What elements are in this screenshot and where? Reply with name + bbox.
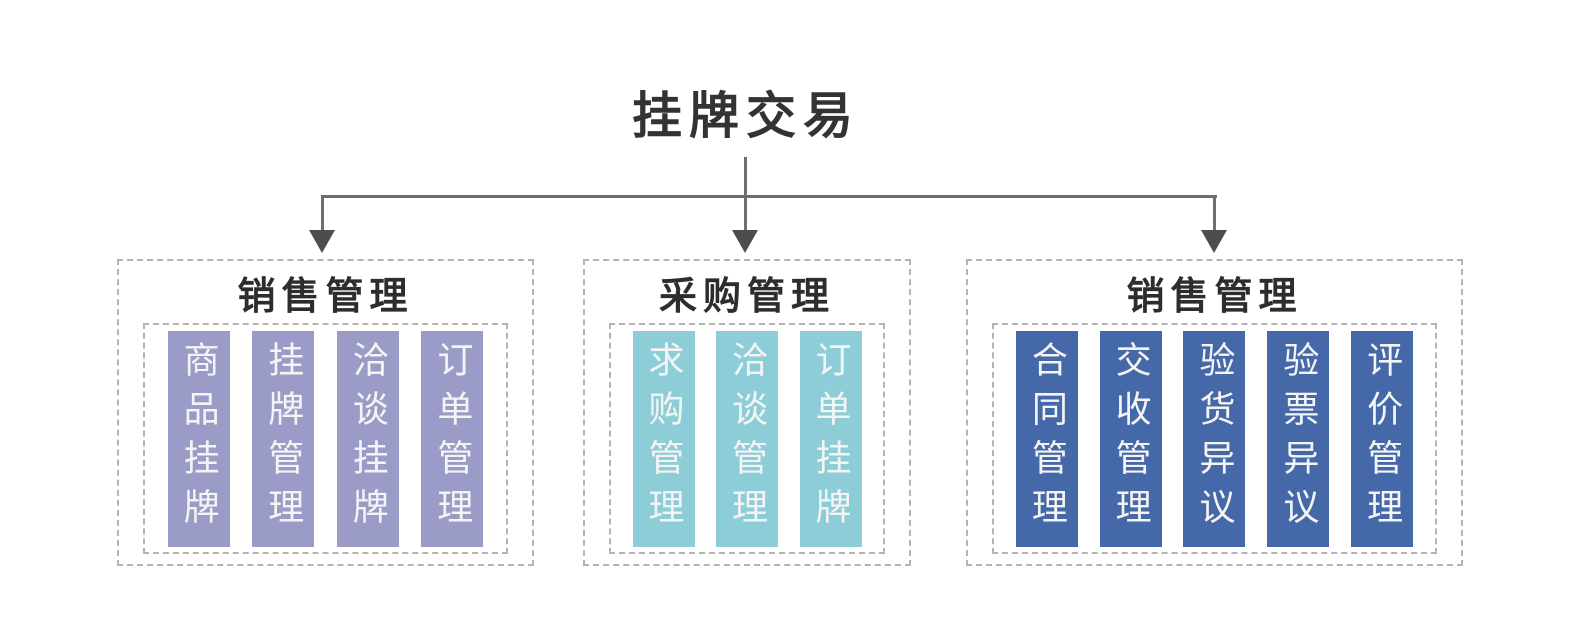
module-bar-label: 验货异议 — [1194, 340, 1236, 537]
module-bar: 合同管理 — [1015, 330, 1078, 547]
module-bar-label: 评价管理 — [1362, 340, 1404, 537]
module-bar-label: 订单管理 — [432, 340, 474, 537]
module-bar-label: 求购管理 — [643, 340, 685, 537]
module-bar-label: 合同管理 — [1026, 340, 1068, 537]
connector-horizontal-line — [322, 195, 1217, 198]
module-bar: 订单挂牌 — [799, 330, 862, 547]
module-bar: 洽谈挂牌 — [336, 330, 399, 547]
group-inner-frame: 合同管理 交收管理 验货异议 验票异议 评价管理 — [992, 323, 1437, 554]
connector-stem-right — [1213, 195, 1216, 232]
group-box-purchase-management: 采购管理 求购管理 洽谈管理 订单挂牌 — [583, 259, 911, 566]
group-heading: 销售管理 — [1126, 275, 1303, 318]
module-bar-label: 商品挂牌 — [178, 340, 220, 537]
module-bar: 验票异议 — [1267, 330, 1330, 547]
arrowhead-down-right-icon — [1201, 230, 1227, 253]
diagram-title: 挂牌交易 — [632, 88, 860, 144]
module-bar-label: 洽谈管理 — [727, 340, 768, 537]
arrowhead-down-center-icon — [732, 230, 758, 253]
group-heading: 销售管理 — [237, 275, 414, 318]
group-box-sales-management-2: 销售管理 合同管理 交收管理 验货异议 验票异议 评价管理 — [966, 259, 1463, 566]
group-box-sales-management: 销售管理 商品挂牌 挂牌管理 洽谈挂牌 订单管理 — [117, 259, 534, 566]
module-bar: 订单管理 — [421, 330, 484, 547]
group-heading: 采购管理 — [658, 275, 835, 318]
module-bar: 验货异议 — [1183, 330, 1246, 547]
group-inner-frame: 商品挂牌 挂牌管理 洽谈挂牌 订单管理 — [143, 323, 508, 554]
module-bar-label: 交收管理 — [1110, 340, 1152, 537]
module-bar: 挂牌管理 — [252, 330, 315, 547]
module-bar-label: 洽谈挂牌 — [347, 340, 389, 537]
connector-stem-center — [744, 195, 747, 232]
module-bar-label: 订单挂牌 — [810, 340, 852, 537]
connector-stem-top — [744, 157, 747, 197]
group-inner-frame: 求购管理 洽谈管理 订单挂牌 — [609, 323, 885, 554]
connector-stem-left — [321, 195, 324, 232]
module-bar-label: 验票异议 — [1278, 340, 1320, 537]
module-bar: 商品挂牌 — [167, 330, 230, 547]
module-bar: 求购管理 — [632, 330, 695, 547]
module-bar-label: 挂牌管理 — [263, 340, 305, 537]
arrowhead-down-left-icon — [309, 230, 335, 253]
module-bar: 评价管理 — [1351, 330, 1414, 547]
module-bar: 交收管理 — [1099, 330, 1162, 547]
module-bar: 洽谈管理 — [716, 330, 778, 547]
